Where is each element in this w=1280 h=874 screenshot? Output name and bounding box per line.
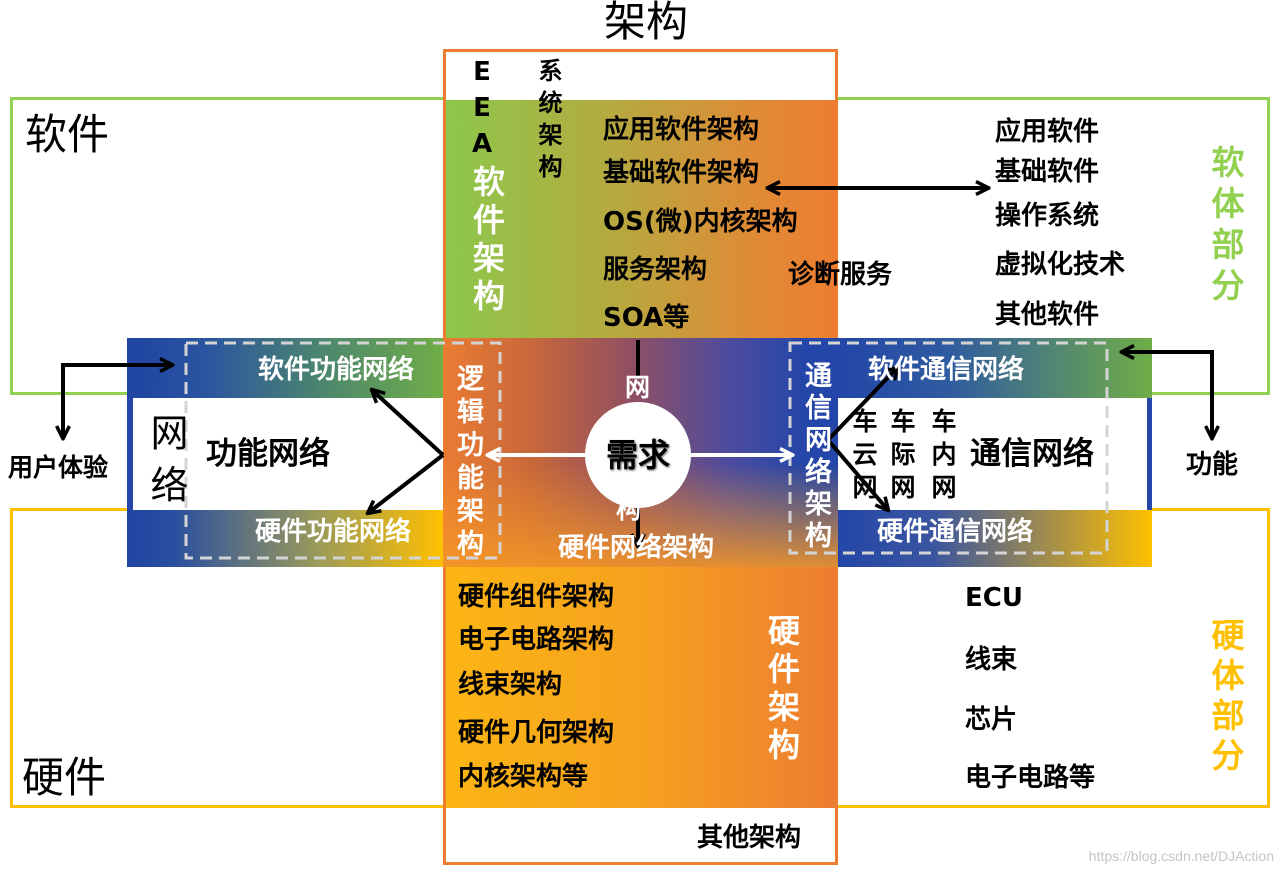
software-part-label: 软体部分	[1206, 145, 1245, 309]
communication-network-panel	[838, 398, 1147, 510]
hardware-list-item: 芯片	[965, 705, 1018, 735]
software-region-label: 软件	[25, 110, 110, 159]
hardware-functional-network-label: 硬件功能网络	[255, 517, 412, 547]
sub-network-label: 车云网	[849, 408, 878, 507]
communication-network-architecture-label: 通信网络架构	[800, 361, 831, 553]
requirement-label: 需求	[605, 436, 670, 474]
software-functional-network-label: 软件功能网络	[258, 355, 415, 385]
hardware-architecture-item: 内核架构等	[458, 762, 589, 792]
software-list-item: 应用软件	[995, 117, 1100, 147]
software-list-item: 基础软件	[995, 157, 1100, 187]
logical-function-architecture-label: 逻辑功能架构	[452, 364, 483, 562]
communication-to-software-network-arrow	[826, 367, 898, 442]
system-architecture-label: 系统架构	[534, 58, 562, 186]
user-experience-arrow	[63, 365, 172, 438]
hardware-architecture-item: 硬件组件架构	[458, 582, 615, 612]
software-architecture-item: 基础软件架构	[603, 158, 760, 188]
hardware-region-label: 硬件	[22, 753, 107, 802]
hardware-architecture-item: 电子电路架构	[458, 625, 615, 655]
hardware-network-architecture-label: 硬件网络架构	[558, 533, 715, 563]
requirement-circle: 需求	[585, 402, 691, 508]
functional-network-label: 功能网络	[206, 436, 330, 472]
hardware-architecture-label: 硬件架构	[763, 614, 801, 766]
diagnostic-service-label: 诊断服务	[788, 260, 893, 290]
software-list-item: 其他软件	[995, 300, 1100, 330]
software-architecture-item: SOA等	[603, 303, 690, 333]
software-architecture-item: OS(微)内核架构	[603, 207, 798, 237]
hardware-architecture-item: 硬件几何架构	[458, 718, 615, 748]
sub-network-label: 车内网	[928, 408, 957, 507]
software-architecture-item: 应用软件架构	[603, 115, 760, 145]
user-experience-label: 用户体验	[8, 453, 109, 482]
software-architecture-block	[446, 100, 835, 338]
hardware-list-item: ECU	[965, 583, 1023, 613]
function-label: 功能	[1186, 450, 1239, 480]
network-label: 网络	[144, 413, 188, 517]
software-communication-network-label: 软件通信网络	[868, 355, 1025, 385]
logical-to-software-functional-arrow	[372, 390, 445, 457]
software-architecture-label: 软件架构	[468, 165, 506, 317]
software-functional-network-strip	[127, 338, 443, 398]
communication-network-label: 通信网络	[970, 436, 1094, 472]
network-architecture-bottom-char: 构	[616, 495, 642, 524]
network-architecture-top-char: 网	[625, 373, 651, 402]
communication-to-hardware-network-arrow	[826, 438, 888, 510]
source-watermark: https://blog.csdn.net/DJAction	[1088, 848, 1274, 864]
communication-network-dashed-boundary	[788, 341, 1109, 555]
hardware-list-item: 线束	[965, 645, 1018, 675]
sub-network-label: 车际网	[887, 408, 916, 507]
other-architecture-label: 其他架构	[697, 823, 802, 853]
software-architecture-item: 服务架构	[603, 255, 708, 285]
software-list-item: 虚拟化技术	[995, 250, 1126, 280]
hardware-architecture-block	[446, 567, 835, 808]
hardware-part-label: 硬体部分	[1206, 618, 1245, 778]
software-list-item: 操作系统	[995, 201, 1100, 231]
hardware-communication-network-label: 硬件通信网络	[877, 517, 1034, 547]
functional-network-panel	[133, 398, 443, 510]
logical-to-hardware-functional-arrow	[368, 453, 445, 513]
page-title: 架构	[604, 0, 689, 46]
eea-label: EEA	[467, 57, 497, 165]
hardware-communication-network-strip	[838, 510, 1152, 567]
hardware-architecture-item: 线束架构	[458, 670, 563, 700]
function-arrow	[1122, 352, 1212, 438]
hardware-list-item: 电子电路等	[965, 763, 1096, 793]
